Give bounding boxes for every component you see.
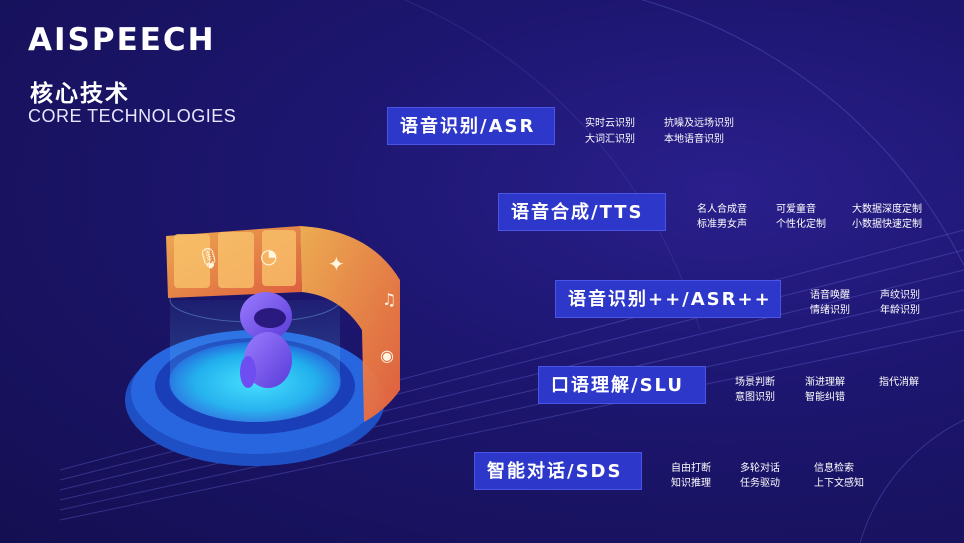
radio-icon: ◉	[380, 346, 394, 365]
feature-item: 语音唤醒	[810, 290, 850, 301]
feature-item: 情绪识别	[810, 305, 850, 316]
feature-item: 场景判断	[735, 377, 775, 388]
voice-assistant-icon: ✦	[328, 252, 345, 276]
tech-illustration	[125, 226, 400, 466]
feature-item: 上下文感知	[814, 478, 864, 489]
tech-label-slu: 口语理解/SLU	[538, 366, 706, 404]
feature-item: 大数据深度定制	[852, 204, 922, 215]
feature-item: 可爱童音	[776, 204, 816, 215]
feature-item: 本地语音识别	[664, 134, 724, 145]
tech-label-sds: 智能对话/SDS	[474, 452, 642, 490]
feature-item: 知识推理	[671, 478, 711, 489]
feature-item: 抗噪及远场识别	[664, 118, 734, 129]
feature-item: 任务驱动	[740, 478, 780, 489]
feature-item: 指代消解	[879, 377, 919, 388]
tech-label-tts: 语音合成/TTS	[498, 193, 666, 231]
feature-item: 声纹识别	[880, 290, 920, 301]
feature-item: 渐进理解	[805, 377, 845, 388]
feature-item: 智能纠错	[805, 392, 845, 403]
mic-icon: 🎙	[196, 246, 222, 270]
music-icon: ♫	[382, 290, 397, 309]
feature-item: 信息检索	[814, 463, 854, 474]
chat-icon: ◔	[260, 244, 278, 268]
company-logo: AISPEECH	[28, 22, 216, 58]
feature-item: 多轮对话	[740, 463, 780, 474]
page-subtitle: CORE TECHNOLOGIES	[28, 106, 237, 126]
feature-item: 小数据快速定制	[852, 219, 922, 230]
feature-item: 意图识别	[735, 392, 775, 403]
tech-label-asr-plus: 语音识别++/ASR++	[555, 280, 781, 318]
feature-item: 标准男女声	[697, 219, 747, 230]
feature-item: 自由打断	[671, 463, 711, 474]
feature-item: 个性化定制	[776, 219, 826, 230]
feature-item: 大词汇识别	[585, 134, 635, 145]
page-title: 核心技术	[30, 81, 130, 107]
feature-item: 名人合成音	[697, 204, 747, 215]
tech-label-asr: 语音识别/ASR	[387, 107, 555, 145]
feature-item: 实时云识别	[585, 118, 635, 129]
feature-item: 年龄识别	[880, 305, 920, 316]
